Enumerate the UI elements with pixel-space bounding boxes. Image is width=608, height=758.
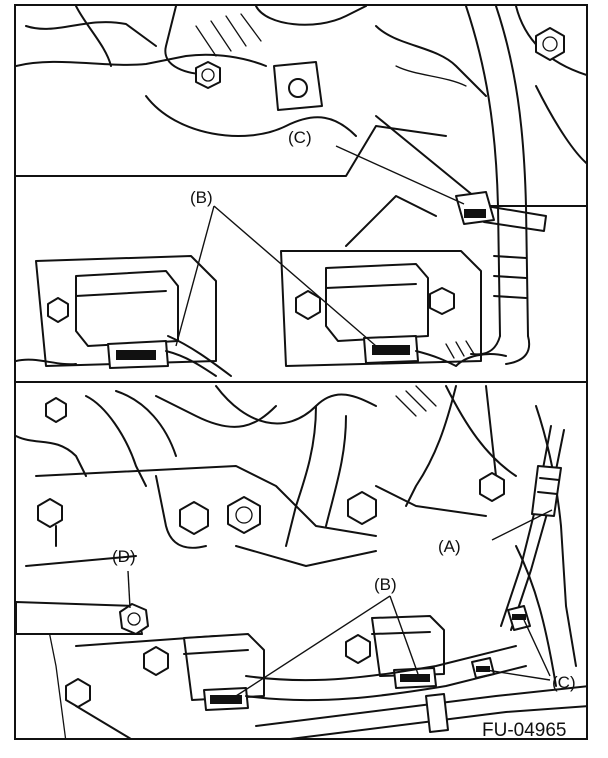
bolt-icon: [347, 491, 377, 525]
callout-a: (A): [438, 537, 461, 556]
callout-b-bottom: (B): [374, 575, 397, 594]
bracket-icon: [273, 61, 323, 111]
bolt-icon: [179, 501, 209, 535]
bottom-panel: (A) (B) (C) (D) FU-04965: [16, 385, 586, 740]
bolt-icon: [65, 678, 91, 708]
bolt-icon: [37, 498, 63, 528]
support-rod: [16, 601, 149, 635]
fuel-pipe: [500, 425, 565, 631]
bolt-icon: [479, 472, 505, 502]
bolt-icon: [47, 297, 69, 323]
callout-c-bottom: (C): [552, 673, 576, 692]
bolt-icon: [429, 287, 455, 315]
clip-icon: [455, 191, 495, 225]
fuel-hose: [465, 6, 547, 365]
bolt-icon: [295, 290, 321, 320]
connector-housing-right-bottom: [371, 615, 445, 689]
clip-icon: [507, 605, 531, 631]
connector-housing-left-bottom: [183, 633, 265, 711]
bolt-icon: [45, 397, 67, 423]
clip-icon: [471, 657, 495, 679]
harness: [245, 645, 586, 738]
top-panel: (B) (C): [16, 6, 586, 377]
bolt-icon: [535, 27, 565, 61]
engine-illustration: (B) (C): [16, 6, 586, 740]
figure-code: FU-04965: [482, 720, 567, 740]
callout-b-top: (B): [190, 188, 213, 207]
bolt-icon: [345, 634, 371, 664]
callout-d: (D): [112, 547, 136, 566]
bolt-icon: [227, 496, 261, 534]
bolt-icon: [119, 603, 149, 635]
callout-c-top: (C): [288, 128, 312, 147]
diagram-frame: (B) (C): [14, 4, 588, 740]
bolt-icon: [195, 61, 221, 89]
bolt-icon: [143, 646, 169, 676]
connector-housing-left: [35, 255, 232, 377]
connector-housing-right: [280, 250, 507, 367]
